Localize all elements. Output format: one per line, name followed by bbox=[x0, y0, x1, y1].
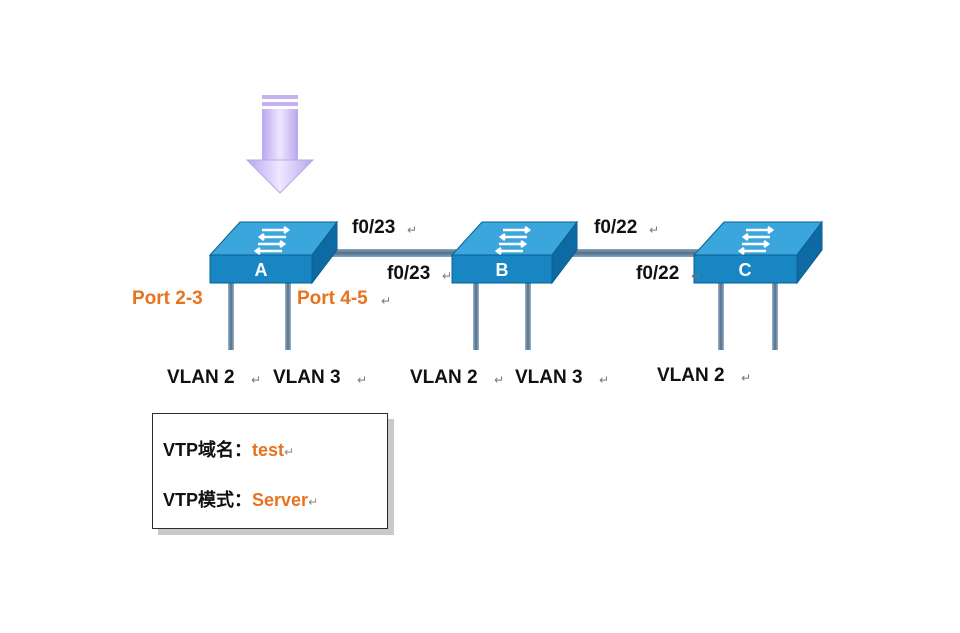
text-mark: ↵ bbox=[691, 269, 701, 283]
text-mark: ↵ bbox=[284, 445, 295, 459]
vtp-domain-row: VTP域名：test↵ bbox=[163, 436, 294, 462]
switch-a[interactable]: A bbox=[208, 220, 339, 285]
vtp-mode-label: VTP模式： bbox=[163, 490, 253, 510]
port-leg bbox=[772, 282, 778, 350]
switch-c[interactable]: C bbox=[692, 220, 824, 285]
port-label-b-c-top: f0/22 bbox=[594, 217, 637, 238]
port-leg bbox=[473, 282, 479, 350]
text-mark: ↵ bbox=[599, 373, 609, 387]
port-leg bbox=[228, 282, 234, 350]
text-mark: ↵ bbox=[381, 294, 391, 308]
text-mark: ↵ bbox=[251, 373, 261, 387]
vlan-label-a-right: VLAN 3 bbox=[273, 367, 341, 388]
vtp-domain-value: test bbox=[252, 440, 285, 460]
switch-label: B bbox=[496, 260, 509, 280]
port-leg bbox=[718, 282, 724, 350]
port-group-a-left: Port 2-3 bbox=[132, 288, 203, 309]
port-label-a-b-bottom: f0/23 bbox=[387, 263, 430, 284]
vlan-label-b-left: VLAN 2 bbox=[410, 367, 478, 388]
vtp-mode-row: VTP模式：Server↵ bbox=[163, 486, 318, 512]
text-mark: ↵ bbox=[494, 373, 504, 387]
port-label-b-c-bottom: f0/22 bbox=[636, 263, 679, 284]
switch-label: A bbox=[255, 260, 268, 280]
text-mark: ↵ bbox=[357, 373, 367, 387]
text-mark: ↵ bbox=[308, 495, 319, 509]
text-mark: ↵ bbox=[649, 223, 659, 237]
link-a-b bbox=[318, 249, 456, 257]
port-leg bbox=[285, 282, 291, 350]
vlan-label-b-right: VLAN 3 bbox=[515, 367, 583, 388]
switch-label: C bbox=[739, 260, 752, 280]
text-mark: ↵ bbox=[407, 223, 417, 237]
link-b-c bbox=[560, 249, 700, 257]
down-arrow-icon bbox=[245, 95, 315, 194]
switch-b[interactable]: B bbox=[450, 220, 579, 285]
vlan-label-a-left: VLAN 2 bbox=[167, 367, 235, 388]
vlan-label-c-left: VLAN 2 bbox=[657, 365, 725, 386]
port-group-a-right: Port 4-5 bbox=[297, 288, 368, 309]
vtp-domain-label: VTP域名： bbox=[163, 440, 253, 460]
text-mark: ↵ bbox=[741, 371, 751, 385]
vtp-mode-value: Server bbox=[252, 490, 309, 510]
port-label-a-b-top: f0/23 bbox=[352, 217, 395, 238]
vtp-info-box: VTP域名：test↵ VTP模式：Server↵ bbox=[152, 413, 388, 529]
text-mark: ↵ bbox=[442, 269, 452, 283]
port-leg bbox=[525, 282, 531, 350]
